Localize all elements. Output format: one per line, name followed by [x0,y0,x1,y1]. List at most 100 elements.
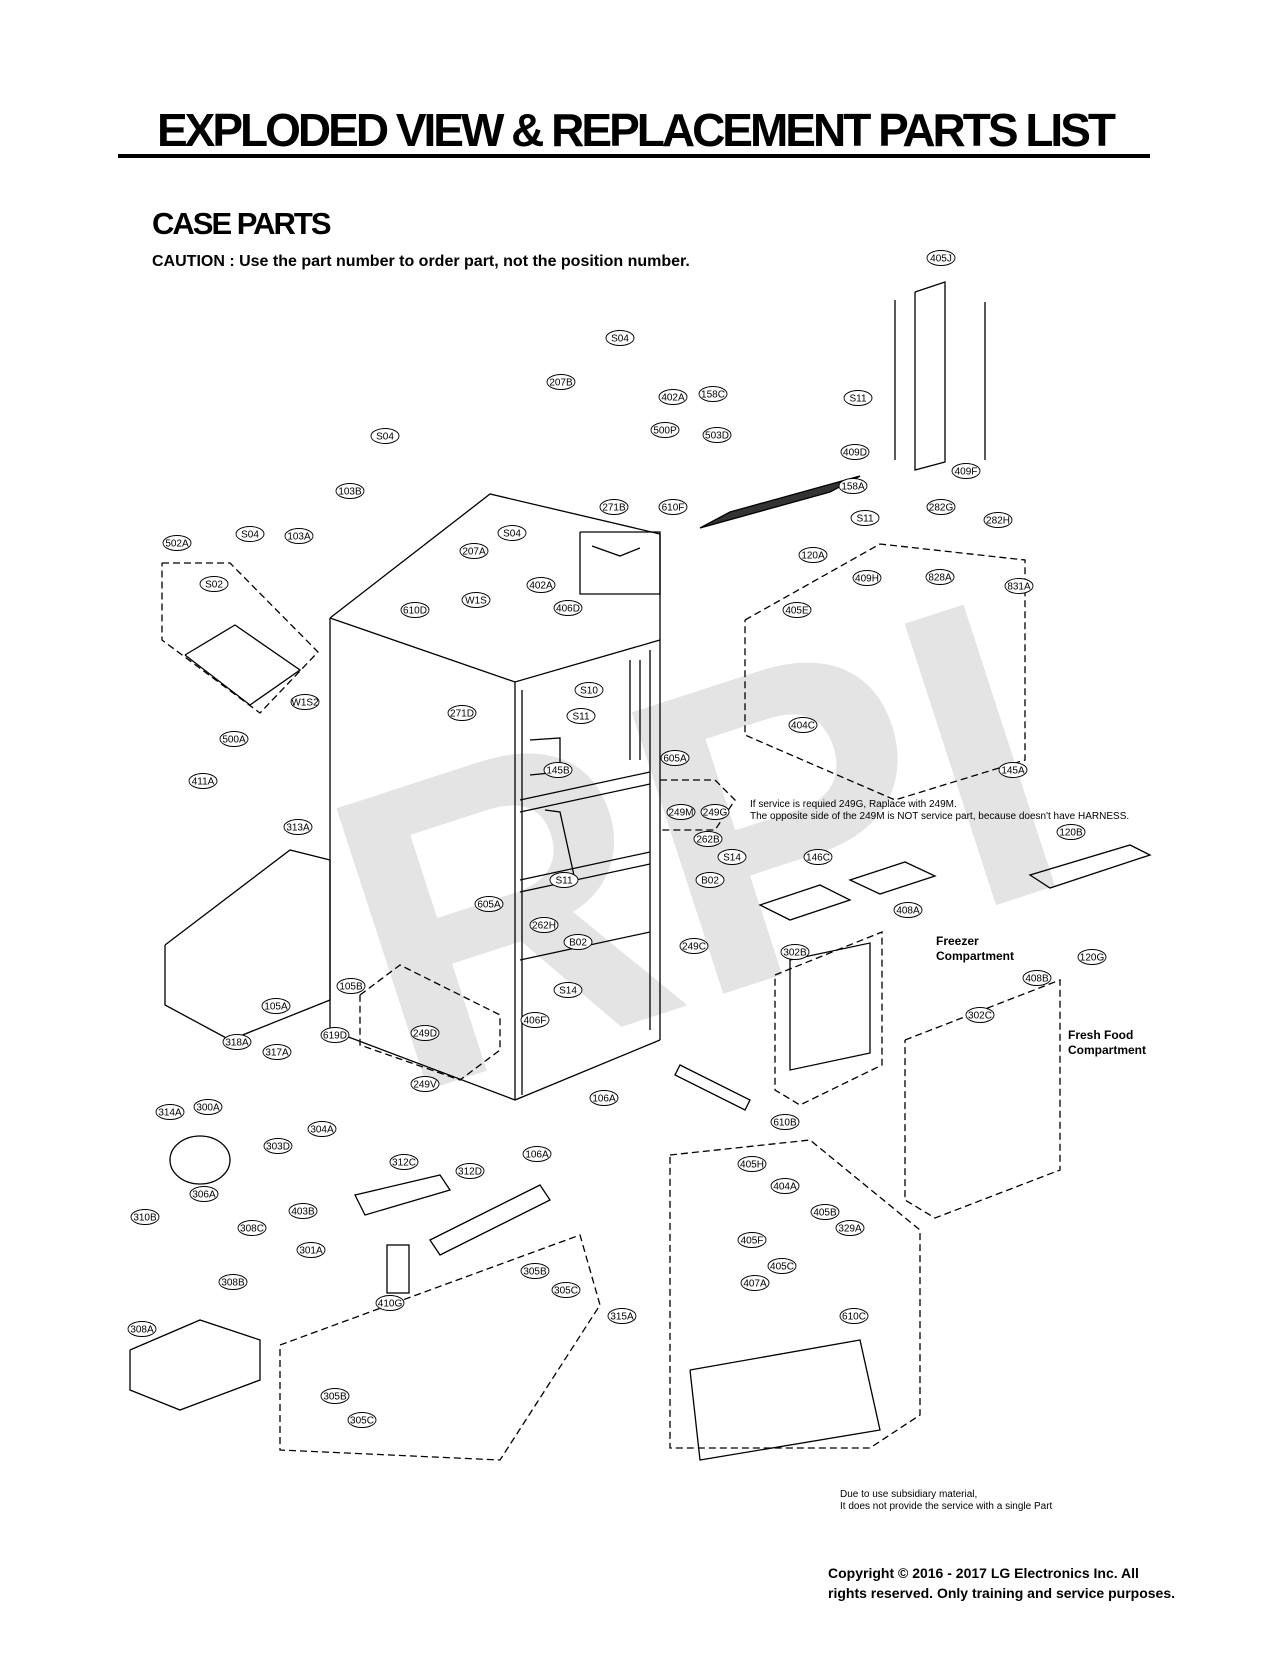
callout-bubble [288,1203,318,1219]
callout-bubble [702,427,732,443]
callout-label: 249M [668,808,693,819]
callout-405c: 405C [767,1258,797,1274]
callout-label: 409F [955,467,978,478]
callout-249d: 249D [410,1025,440,1041]
callout-bubble [1056,824,1086,840]
callout-label: 105A [264,1002,288,1013]
callout-610f: 610F [658,499,688,515]
callout-bubble [700,804,730,820]
subsidiary-material-note: Due to use subsidiary material, It does … [840,1489,1053,1512]
callout-bubble [188,773,218,789]
callout-bubble [850,510,880,526]
callout-s11: S11 [549,872,579,888]
callout-120b: 120B [1056,824,1086,840]
dashed-group-302C [904,979,1061,1219]
callout-label: 317A [265,1048,289,1059]
callout-label: 249V [413,1080,437,1091]
callout-249v: 249V [410,1076,440,1092]
callout-bubble [840,444,870,460]
callout-label: 405J [930,254,952,265]
callout-label: 406D [556,604,580,615]
callout-label: W1S2 [291,698,319,709]
callout-label: 303D [266,1142,290,1153]
callout-bubble [839,1308,869,1324]
callout-bubble [193,1099,223,1115]
callout-bubble [543,762,573,778]
callout-409h: 409H [852,570,882,586]
callout-407a: 407A [740,1275,770,1291]
callout-bubble [127,1321,157,1337]
callout-103b: 103B [335,483,365,499]
callout-label: 500P [653,426,677,437]
callout-bubble [522,1146,552,1162]
title-underline [118,154,1150,158]
callout-bubble [798,547,828,563]
callout-303d: 303D [263,1138,293,1154]
callout-282h: 282H [983,512,1013,528]
insulation-158A [699,475,861,529]
callout-bubble [335,483,365,499]
callout-106a: 106A [522,1146,552,1162]
callout-bubble [660,750,690,766]
callout-label: 305C [350,1416,374,1427]
callout-label: 262H [532,921,556,932]
callout-207a: 207A [459,543,489,559]
callout-bubble [263,1138,293,1154]
callout-bubble [290,694,320,710]
callout-label: 158A [841,482,865,493]
callout-bubble [307,1121,337,1137]
callout-label: 103B [338,487,362,498]
callout-s11: S11 [850,510,880,526]
callout-bubble [549,872,579,888]
callout-label: S11 [572,712,589,723]
callout-label: 305B [523,1267,547,1278]
callout-label: 306A [192,1190,216,1201]
callout-406d: 406D [553,600,583,616]
callout-bubble [737,1232,767,1248]
callout-label: 408B [1025,974,1049,985]
callout-b02: B02 [563,934,593,950]
callout-405h: 405H [737,1156,767,1172]
callout-label: 106A [525,1150,549,1161]
shelf-146C-1 [758,884,852,921]
compressor-300A [169,1135,231,1185]
callout-146c: 146C [803,849,833,865]
callout-bubble [658,499,688,515]
callout-305b: 305B [520,1263,550,1279]
callout-label: 103A [287,532,311,543]
callout-label: 605A [477,900,501,911]
callout-262b: 262B [693,831,723,847]
callout-bubble [459,543,489,559]
callout-bubble [520,1012,550,1028]
callout-label: 404A [773,1182,797,1193]
callout-bubble [284,528,314,544]
callout-s14: S14 [717,849,747,865]
callout-271b: 271B [599,499,629,515]
callout-410g: 410G [375,1295,405,1311]
callout-329a: 329A [835,1220,865,1236]
callout-label: 405C [770,1262,794,1273]
callout-bubble [447,705,477,721]
callout-282g: 282G [926,499,956,515]
callout-bubble [926,250,956,266]
callout-bubble [658,389,688,405]
callout-label: 831A [1007,582,1031,593]
callout-bubble [162,535,192,551]
callout-bubble [336,978,366,994]
callout-bubble [553,982,583,998]
callout-bubble [410,1076,440,1092]
callout-label: 410G [378,1299,403,1310]
callout-bubble [698,386,728,402]
callout-bubble [461,592,491,608]
callout-bubble [199,576,229,592]
callout-label: S04 [376,432,394,443]
callout-bubble [835,1220,865,1236]
callout-bubble [803,849,833,865]
callout-label: 207A [462,547,486,558]
callout-label: W1S [465,596,487,607]
top-control-box [579,531,661,595]
callout-bubble [566,708,596,724]
callout-619d: 619D [320,1027,350,1043]
callout-402a: 402A [526,577,556,593]
